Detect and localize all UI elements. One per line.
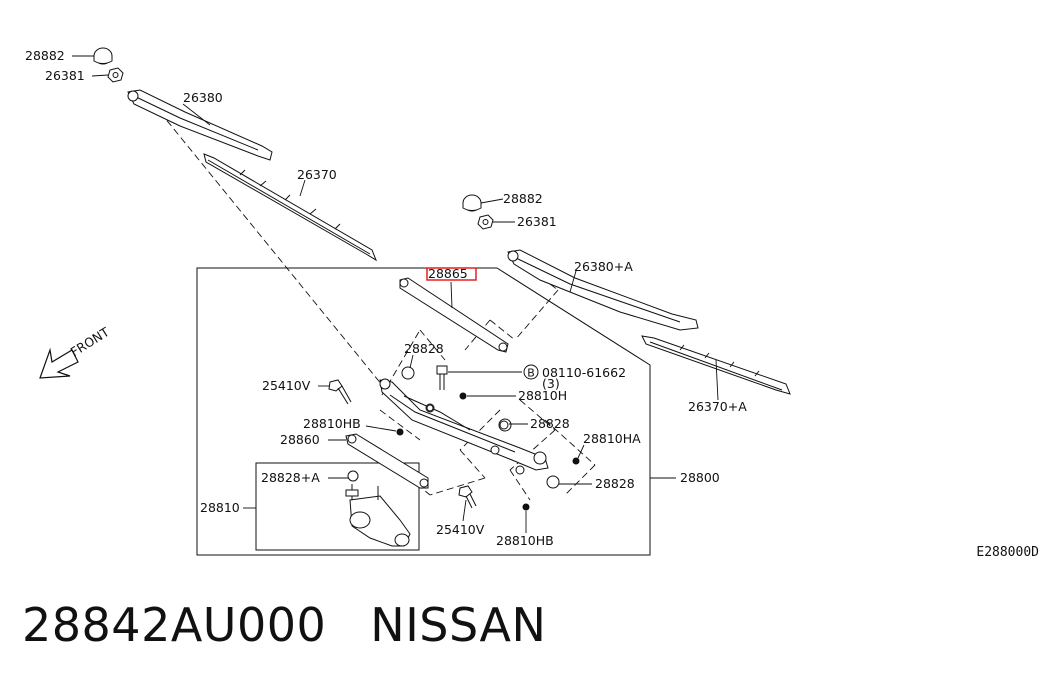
caption: 28842AU000 NISSAN xyxy=(22,598,590,652)
label-nut-left: 26381 xyxy=(45,68,85,83)
label-bolt-b-qty: (3) xyxy=(542,376,560,391)
leader-lines xyxy=(72,55,719,533)
label-pivot-c: 28828 xyxy=(595,476,635,491)
cap-icon xyxy=(93,47,113,65)
label-bolt-bottom: 25410V xyxy=(436,522,485,537)
nut-icon xyxy=(396,392,580,511)
part-labels: 28882 26381 26380 26370 28882 26381 2638… xyxy=(25,48,747,548)
label-assembly: 28800 xyxy=(680,470,720,485)
parts-diagram: FRONT B 28882 26381 26380 26370 xyxy=(25,47,791,556)
label-arm-left: 26380 xyxy=(183,90,223,105)
bolt-icon xyxy=(458,485,477,509)
nut-icon xyxy=(477,214,494,230)
grommet-icon xyxy=(347,404,509,482)
label-blade-right: 26370+A xyxy=(688,399,747,414)
label-pivot-b: 28828 xyxy=(530,416,570,431)
wiper-motor xyxy=(345,484,411,547)
bolt-icon xyxy=(436,365,448,390)
label-motor: 28810 xyxy=(200,500,240,515)
nut-icon xyxy=(107,67,124,83)
label-nut-right: 26381 xyxy=(517,214,557,229)
rod-28860 xyxy=(345,433,429,489)
label-cap-right: 28882 xyxy=(503,191,543,206)
label-blade-left: 26370 xyxy=(297,167,337,182)
bolt-b-marker-icon xyxy=(523,364,539,380)
brand-name: NISSAN xyxy=(370,598,547,652)
front-label: FRONT xyxy=(68,324,112,360)
front-arrow-icon xyxy=(39,347,79,379)
label-pivot-plus-a: 28828+A xyxy=(261,470,320,485)
label-arm-right: 26380+A xyxy=(574,259,633,274)
left-wiper-arm xyxy=(127,89,273,161)
right-wiper-arm xyxy=(507,249,699,331)
label-rod-860: 28860 xyxy=(280,432,320,447)
label-link-rod: 28865 xyxy=(428,266,468,281)
label-nut-hb-left: 28810HB xyxy=(303,416,361,431)
motor-subframe xyxy=(255,462,420,551)
bolt-b-marker: B xyxy=(527,367,535,380)
label-bolt-b: 08110-61662 xyxy=(542,365,626,380)
label-cap-left: 28882 xyxy=(25,48,65,63)
part-number: 28842AU000 xyxy=(22,598,327,652)
cap-icon xyxy=(462,194,482,212)
label-nut-ha: 28810HA xyxy=(583,431,641,446)
highlight-box xyxy=(426,267,477,281)
link-rod-28865 xyxy=(399,277,509,353)
reference-code: E288000D xyxy=(976,545,1039,560)
bolt-icon xyxy=(328,379,352,405)
label-pivot-a: 28828 xyxy=(404,341,444,356)
label-nut-hb-bottom: 28810HB xyxy=(496,533,554,548)
label-nut-h: 28810H xyxy=(518,388,567,403)
label-bolt-left: 25410V xyxy=(262,378,311,393)
left-wiper-blade xyxy=(203,153,378,262)
